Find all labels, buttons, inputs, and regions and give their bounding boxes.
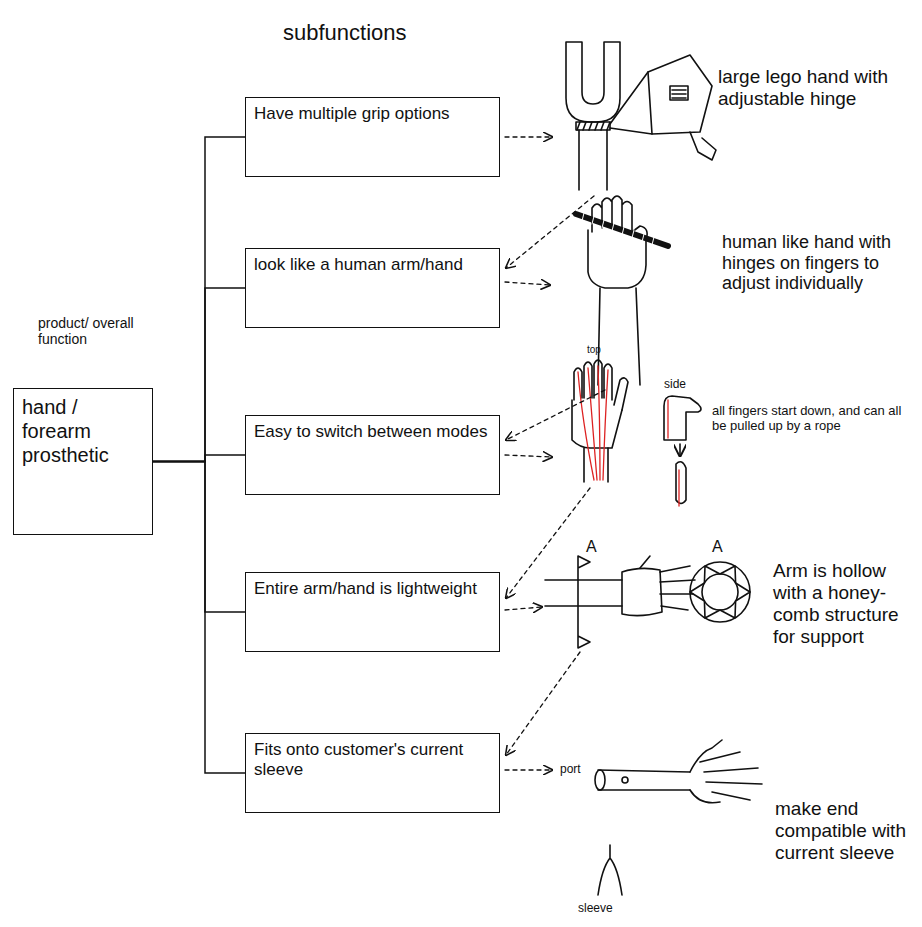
hollow-arm-sketch <box>640 556 695 610</box>
dashed-flow-arrow <box>506 390 605 440</box>
dashed-flow-arrow <box>505 136 552 137</box>
section-label: A <box>712 538 732 556</box>
port-arm-sketch <box>598 845 622 895</box>
hollow-arm-sketch <box>690 562 750 622</box>
lego-hand-sketch <box>672 90 686 98</box>
dashed-flow-arrow <box>505 607 542 610</box>
lego-hand-sketch <box>670 86 688 100</box>
hollow-arm-sketch <box>622 568 662 615</box>
subfunction-box: Entire arm/hand is lightweight <box>245 572 500 652</box>
column-heading: product/ overall function <box>38 315 138 347</box>
port-arm-sketch <box>595 740 762 895</box>
hollow-arm-sketch <box>578 556 590 648</box>
view-label: side <box>664 378 704 392</box>
hollow-arm-sketch <box>545 580 622 606</box>
dashed-flow-arrow <box>505 769 552 770</box>
tree-connector <box>153 462 245 774</box>
human-hand-sketch <box>576 196 668 385</box>
part-label: sleeve <box>578 902 628 916</box>
lego-hand-sketch <box>577 122 610 130</box>
subfunction-box: Easy to switch between modes <box>245 415 500 495</box>
sketch-note: all fingers start down, and can all be p… <box>712 404 902 434</box>
rope-finger-sketch <box>572 400 622 448</box>
lego-hand-sketch <box>648 55 712 134</box>
product-box: hand / forearm prosthetic <box>13 388 153 535</box>
subfunction-box: Fits onto customer's current sleeve <box>245 733 500 813</box>
dashed-flow-arrow <box>505 282 550 285</box>
rope-finger-sketch <box>678 470 679 506</box>
rope-finger-sketch <box>664 396 701 440</box>
dashed-flow-arrow <box>505 137 605 770</box>
box-text: look like a human arm/hand <box>254 255 491 275</box>
box-text: Have multiple grip options <box>254 104 491 124</box>
lego-hand-sketch <box>576 122 610 130</box>
part-label: port <box>560 763 596 777</box>
box-text: Entire arm/hand is lightweight <box>254 579 491 599</box>
dashed-flow-arrow <box>505 455 552 457</box>
dashed-flow-arrow <box>506 196 594 268</box>
view-label: top <box>587 344 627 356</box>
lego-hand-sketch <box>566 42 620 122</box>
column-heading: subfunctions <box>283 20 453 45</box>
box-text: Easy to switch between modes <box>254 422 491 442</box>
hollow-arm-sketch <box>545 556 750 648</box>
port-arm-sketch <box>595 770 605 790</box>
tree-connector <box>153 455 245 462</box>
tree-connector <box>153 137 245 462</box>
box-text: hand / forearm prosthetic <box>22 395 144 467</box>
dashed-flow-arrow <box>506 488 590 598</box>
rope-finger-sketch <box>578 366 608 480</box>
tree-connector <box>153 462 245 613</box>
sketch-note: human like hand with hinges on fingers t… <box>722 232 917 294</box>
sketch-note: make end compatible with current sleeve <box>775 798 915 864</box>
lego-hand-sketch <box>610 72 652 134</box>
port-arm-sketch <box>598 770 690 790</box>
hollow-arm-sketch <box>702 574 738 610</box>
sketch-note: Arm is hollow with a honey-comb structur… <box>773 560 913 647</box>
human-hand-sketch <box>576 214 668 246</box>
tree-connector <box>153 288 245 462</box>
box-text: Fits onto customer's current sleeve <box>254 740 491 781</box>
port-arm-sketch <box>690 740 762 803</box>
dashed-flow-arrow <box>506 652 580 755</box>
rope-finger-sketch <box>667 400 668 438</box>
rope-finger-sketch <box>574 360 628 410</box>
rope-finger-sketch <box>679 444 681 456</box>
section-label: A <box>586 538 606 556</box>
human-hand-sketch <box>582 213 654 245</box>
subfunction-box: Have multiple grip options <box>245 97 500 177</box>
lego-hand-sketch <box>579 130 607 190</box>
rope-finger-sketch <box>676 462 686 504</box>
hollow-arm-sketch <box>690 566 750 618</box>
port-arm-sketch <box>622 777 628 783</box>
subfunction-box: look like a human arm/hand <box>245 248 500 328</box>
lego-hand-sketch <box>566 42 716 190</box>
lego-hand-sketch <box>690 132 716 160</box>
sketch-note: large lego hand with adjustable hinge <box>718 66 913 110</box>
